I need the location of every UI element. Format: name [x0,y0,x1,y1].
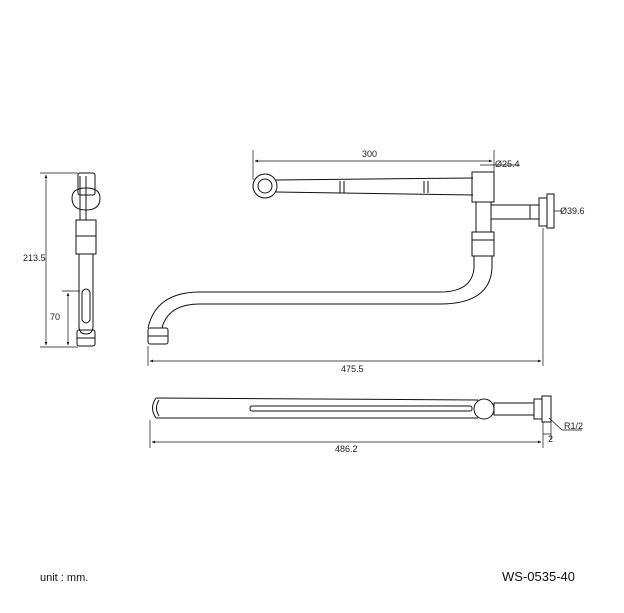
top-view [152,395,552,423]
dim-flange-diameter: Ø39.6 [560,206,585,216]
model-number: WS-0535-40 [502,569,575,584]
dim-spout-reach: 475.5 [341,364,364,374]
height-dimensions [40,172,80,348]
dim-arm-length: 300 [362,149,377,159]
top-dimensions [149,417,582,448]
dim-thread: R1/2 [564,421,583,431]
front-dimensions [147,150,562,366]
unit-label: unit : mm. [40,572,89,584]
side-view [71,172,101,347]
dim-thread-offset: 2 [548,434,553,444]
dim-height-lower: 70 [50,312,60,322]
front-view [147,171,555,345]
dim-overall-length: 486.2 [335,444,358,454]
dim-arm-diameter: Ø25.4 [495,159,520,169]
dim-height-total: 213.5 [23,253,46,263]
